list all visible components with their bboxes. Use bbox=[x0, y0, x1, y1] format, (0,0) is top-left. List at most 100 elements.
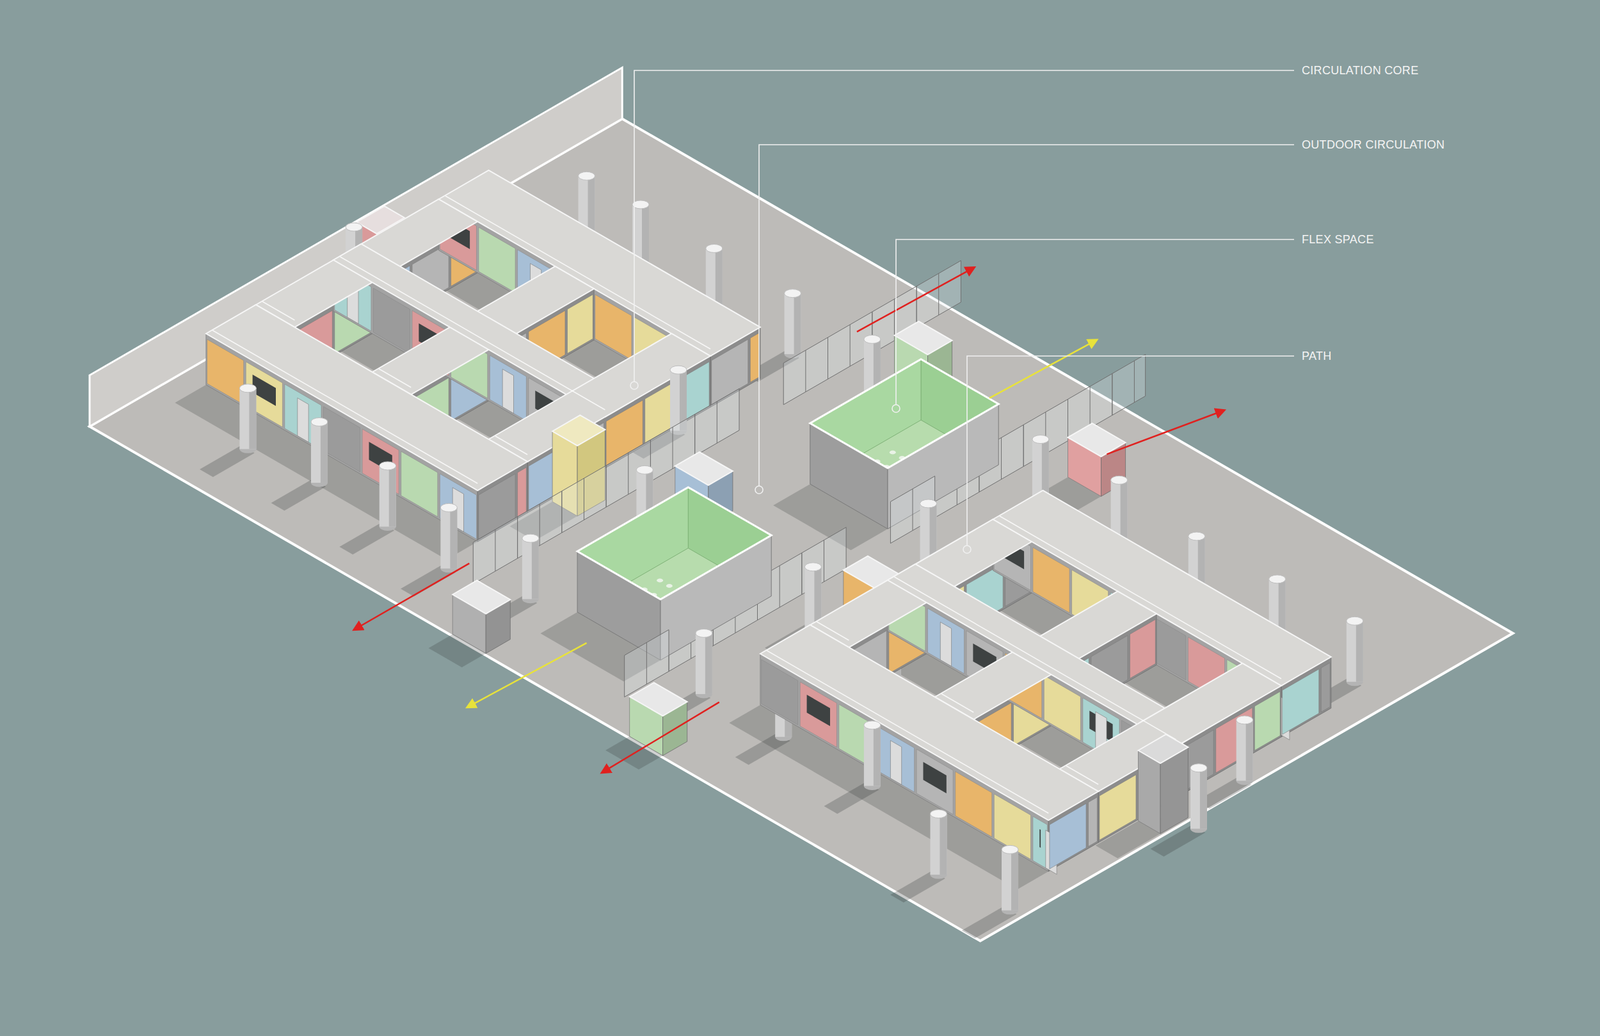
mullion bbox=[938, 273, 939, 315]
container-facade bbox=[1320, 662, 1330, 712]
column-top bbox=[379, 461, 397, 470]
mullion bbox=[646, 642, 648, 685]
column-body bbox=[311, 421, 328, 483]
roof bbox=[760, 624, 1099, 820]
leader-dot bbox=[892, 404, 900, 413]
column-top bbox=[695, 628, 713, 637]
column-top bbox=[920, 499, 937, 508]
seat bbox=[889, 450, 896, 455]
column-shade bbox=[449, 507, 457, 569]
seat bbox=[684, 594, 692, 599]
column-top bbox=[522, 533, 539, 543]
column bbox=[440, 503, 457, 573]
railing bbox=[262, 301, 295, 320]
seat bbox=[666, 583, 673, 588]
glass-fence bbox=[561, 465, 607, 533]
column-top bbox=[636, 465, 653, 474]
column-body bbox=[379, 465, 397, 527]
column-body bbox=[1236, 719, 1254, 781]
railing bbox=[999, 515, 1282, 679]
seat bbox=[638, 621, 646, 626]
column-shade bbox=[794, 293, 802, 354]
flex-interior bbox=[577, 487, 772, 660]
container-facade bbox=[1032, 816, 1048, 869]
column-top bbox=[1001, 844, 1019, 854]
glass-fence bbox=[1112, 354, 1146, 416]
column-body bbox=[1032, 439, 1049, 500]
mullion bbox=[1000, 437, 1002, 480]
column-shade bbox=[705, 632, 713, 694]
column-shade bbox=[389, 465, 397, 527]
glass-panel bbox=[783, 337, 828, 405]
railing bbox=[378, 368, 411, 388]
leader-line bbox=[634, 70, 1295, 382]
seat bbox=[917, 466, 925, 471]
column-top bbox=[1111, 475, 1128, 484]
seat bbox=[712, 611, 720, 616]
column-top bbox=[632, 200, 649, 209]
flow-arrows bbox=[353, 267, 1225, 773]
seat bbox=[644, 607, 651, 612]
flow-arrow bbox=[989, 339, 1097, 399]
railing bbox=[941, 693, 974, 713]
leader-dot bbox=[630, 381, 639, 390]
roof bbox=[206, 304, 528, 491]
door bbox=[890, 740, 902, 785]
column bbox=[1346, 616, 1364, 686]
roof bbox=[629, 682, 688, 716]
mullion bbox=[539, 503, 541, 546]
callout-label: OUTDOOR CIRCULATION bbox=[1301, 137, 1445, 152]
column-shade bbox=[1246, 719, 1254, 781]
column-top bbox=[1188, 531, 1206, 541]
column-top bbox=[1236, 715, 1254, 724]
column-shade bbox=[873, 724, 881, 786]
column bbox=[695, 628, 713, 698]
seat bbox=[619, 610, 626, 615]
glass-fence bbox=[695, 388, 740, 456]
seat bbox=[663, 618, 671, 623]
flex-inner-wall bbox=[920, 359, 999, 465]
column bbox=[784, 289, 802, 359]
flow-arrow bbox=[467, 642, 587, 707]
container-block bbox=[629, 682, 688, 756]
mullion bbox=[716, 401, 718, 443]
column-shade bbox=[531, 538, 539, 600]
glass-panel bbox=[1112, 354, 1146, 416]
column-top bbox=[670, 365, 687, 374]
glass-panel bbox=[472, 516, 518, 584]
glass-fence bbox=[472, 516, 518, 584]
mullion bbox=[583, 478, 585, 520]
seat bbox=[634, 601, 642, 606]
leader-line bbox=[967, 355, 1295, 546]
flex-space-volume bbox=[577, 487, 772, 660]
mullion bbox=[894, 298, 895, 341]
column-body bbox=[784, 293, 802, 354]
column-body bbox=[804, 566, 822, 628]
flex-inner-wall bbox=[810, 359, 921, 484]
mullion bbox=[627, 452, 629, 495]
column-body bbox=[239, 387, 256, 449]
column-shade bbox=[1356, 620, 1364, 682]
seat bbox=[936, 477, 943, 482]
column-shade bbox=[248, 387, 256, 449]
railing bbox=[445, 195, 711, 349]
seat bbox=[842, 477, 850, 482]
flow-arrow bbox=[353, 563, 470, 630]
mullion bbox=[849, 324, 851, 367]
container-facade bbox=[1088, 796, 1098, 847]
railing bbox=[894, 576, 1176, 740]
seat bbox=[704, 605, 711, 610]
seat bbox=[656, 578, 664, 583]
leader-dot bbox=[963, 545, 971, 553]
seat bbox=[672, 623, 680, 628]
seat bbox=[688, 614, 695, 619]
column-body bbox=[929, 813, 947, 875]
flow-arrow bbox=[856, 267, 975, 332]
column bbox=[864, 720, 881, 790]
column-top bbox=[345, 222, 363, 232]
roof bbox=[452, 580, 511, 614]
column-shade bbox=[641, 204, 649, 265]
leader-dot bbox=[755, 485, 763, 494]
